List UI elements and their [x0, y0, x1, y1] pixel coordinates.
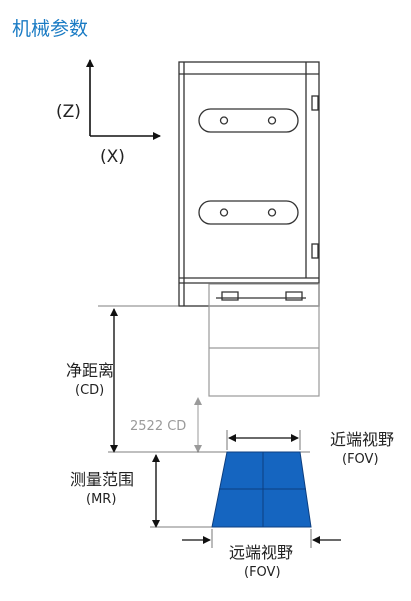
far-fov-dimension: 远端视野 (FOV): [182, 529, 341, 580]
far-fov-label: 远端视野: [229, 543, 293, 562]
coordinate-axes: (Z) (X): [56, 59, 161, 167]
mounting-slot-lower: [198, 200, 299, 225]
clear-distance-label: 净距离: [66, 361, 114, 380]
far-fov-abbr: (FOV): [244, 565, 281, 580]
mounting-slot-upper: [198, 108, 299, 133]
cd-note-dimension: 2522 CD: [130, 397, 202, 453]
x-axis-label: (X): [100, 147, 125, 167]
near-fov-label: 近端视野: [330, 430, 394, 449]
field-of-view-trapezoid: [211, 451, 312, 528]
sensor-body: [178, 61, 320, 307]
clear-distance-abbr: (CD): [75, 383, 104, 398]
measurement-range-abbr: (MR): [86, 492, 116, 507]
measurement-range-dimension: 测量范围 (MR): [70, 454, 212, 528]
lens-housing: [208, 283, 320, 397]
measurement-range-label: 测量范围: [70, 470, 134, 489]
cd-note-label: 2522 CD: [130, 419, 186, 434]
clear-distance-dimension: 净距离 (CD): [66, 308, 118, 453]
near-fov-dimension: 近端视野 (FOV): [226, 430, 394, 467]
near-fov-abbr: (FOV): [342, 452, 379, 467]
page-title: 机械参数: [12, 18, 89, 40]
z-axis-label: (Z): [56, 102, 81, 122]
